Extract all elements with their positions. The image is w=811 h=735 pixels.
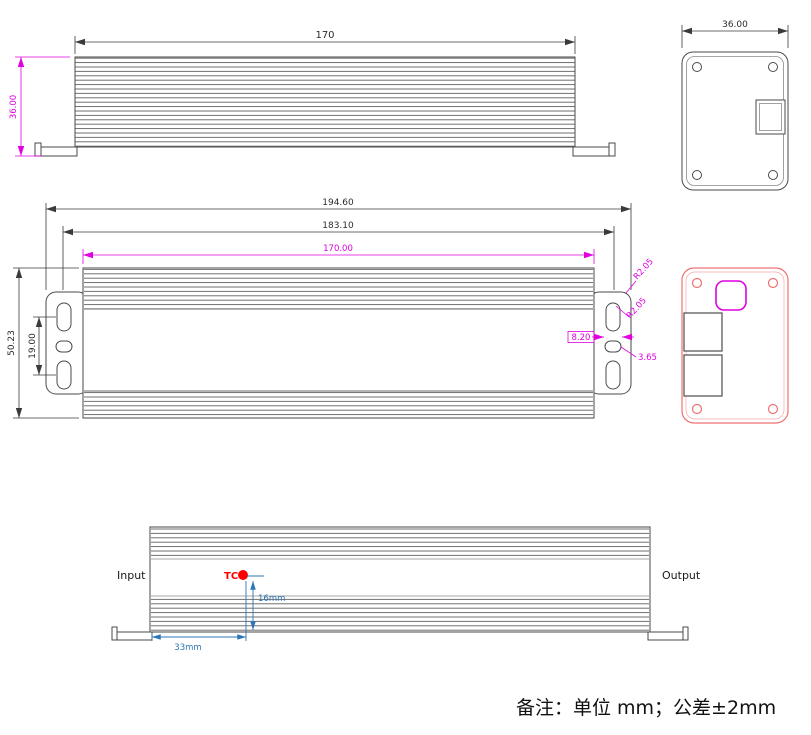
corner-hole bbox=[691, 403, 703, 415]
top-fin-band-lower bbox=[84, 391, 593, 417]
corner-hole bbox=[767, 403, 779, 415]
corner-hole bbox=[692, 170, 702, 180]
end-top-dim-width: 36.00 bbox=[681, 20, 789, 48]
top-radius-callout-1: R2.05 bbox=[625, 257, 656, 294]
top-dim-width: 50.23 bbox=[7, 267, 79, 419]
front-dim-height: 36.00 bbox=[9, 56, 70, 157]
end-view-top: 36.00 bbox=[681, 20, 789, 191]
corner-hole bbox=[768, 170, 778, 180]
top-dim-slot-spacing: 19.00 bbox=[28, 316, 56, 376]
top-dim-overall: 194.60 bbox=[45, 198, 632, 290]
side-foot-lip-left bbox=[111, 626, 118, 641]
leader-line bbox=[620, 346, 637, 358]
leader-line bbox=[615, 305, 630, 318]
side-fin-band-upper bbox=[151, 528, 649, 559]
side-foot-right bbox=[647, 631, 689, 641]
top-fin-band-upper bbox=[84, 269, 593, 309]
tc-label: TC bbox=[224, 571, 238, 582]
top-dim-slot-width-label: 8.20 bbox=[572, 333, 591, 343]
side-dim-tc-height-label: 16mm bbox=[258, 594, 285, 604]
top-dim-width-label: 50.23 bbox=[7, 330, 17, 356]
side-dim-tc-offset: 33mm bbox=[151, 581, 247, 653]
top-view: 194.60 183.10 170.00 50.23 19.00 bbox=[7, 198, 657, 419]
top-dim-overall-label: 194.60 bbox=[322, 198, 354, 208]
top-dim-body-label: 170.00 bbox=[323, 244, 353, 254]
radius-label: R2.05 bbox=[632, 257, 656, 282]
input-label: Input bbox=[117, 569, 146, 582]
front-heatsink-body bbox=[74, 56, 576, 148]
top-dim-slot-width: 8.20 bbox=[567, 331, 634, 343]
slot-right-top bbox=[605, 302, 621, 332]
end-bottom-connector-2 bbox=[683, 354, 723, 397]
hole-right-middle bbox=[604, 340, 622, 353]
side-foot-lip-right bbox=[682, 626, 689, 641]
front-dim-width: 170 bbox=[74, 30, 576, 54]
top-dim-inner-label: 183.10 bbox=[322, 221, 354, 231]
tc-point-icon bbox=[238, 570, 248, 580]
front-dim-height-label: 36.00 bbox=[9, 95, 19, 119]
hole-left-middle bbox=[55, 340, 73, 353]
corner-hole bbox=[691, 277, 703, 289]
front-dim-width-label: 170 bbox=[315, 30, 334, 41]
front-foot-lip-right bbox=[608, 142, 616, 157]
corner-hole bbox=[768, 62, 778, 72]
front-foot-lip-left bbox=[34, 142, 42, 157]
top-dim-inner: 183.10 bbox=[62, 221, 615, 290]
slot-left-top bbox=[56, 302, 72, 332]
side-fin-band-lower bbox=[151, 596, 649, 631]
end-top-dim-width-label: 36.00 bbox=[722, 20, 748, 30]
side-view: Input Output TC 16mm 33mm bbox=[111, 526, 701, 653]
end-top-outline bbox=[681, 51, 789, 191]
side-dim-tc-height: 16mm bbox=[247, 575, 285, 630]
corner-hole bbox=[692, 62, 702, 72]
end-bottom-connector-1 bbox=[683, 312, 723, 352]
end-top-connector-inner bbox=[759, 103, 782, 131]
tolerance-note: 备注：单位 mm；公差±2mm bbox=[516, 697, 776, 719]
side-dim-tc-offset-label: 33mm bbox=[174, 643, 201, 653]
side-foot-left bbox=[111, 631, 153, 641]
top-dim-hole-label: 3.65 bbox=[638, 353, 657, 363]
output-label: Output bbox=[662, 569, 701, 582]
end-view-bottom bbox=[681, 267, 789, 424]
slot-left-bottom bbox=[56, 360, 72, 390]
end-top-connector bbox=[755, 99, 786, 135]
leader-line bbox=[625, 280, 637, 294]
slot-right-bottom bbox=[605, 360, 621, 390]
label-frame bbox=[567, 331, 595, 343]
end-bottom-port-opening bbox=[715, 280, 747, 311]
top-dim-body: 170.00 bbox=[82, 244, 595, 264]
corner-hole bbox=[767, 277, 779, 289]
top-dim-slot-spacing-label: 19.00 bbox=[28, 333, 38, 359]
top-dim-hole-callout: 3.65 bbox=[620, 346, 657, 363]
tc-marker: TC bbox=[224, 570, 248, 582]
front-view: 170 36.00 bbox=[9, 30, 616, 157]
